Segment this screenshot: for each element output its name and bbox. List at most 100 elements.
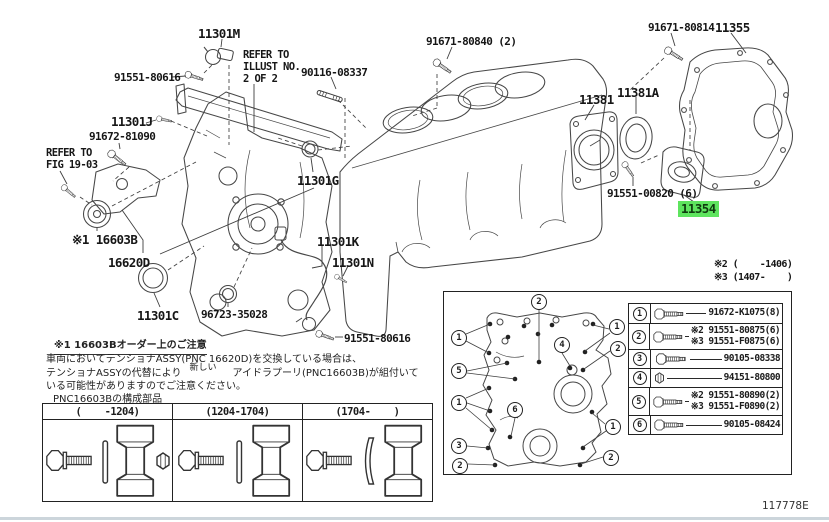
variant-table-header: ( -1204) (1204-1704) (1704- ) [43, 404, 432, 420]
row-number-circle: 3 [632, 352, 647, 366]
row-number-circle: 1 [632, 306, 647, 321]
fastener-diagram-box [443, 291, 792, 475]
bolt-icon [654, 353, 688, 365]
refer-fig-line1: REFER TO [46, 147, 92, 159]
variant-header-3: (1704- ) [335, 405, 400, 418]
bolt-icon [663, 45, 685, 63]
cam-sensor [203, 46, 234, 66]
bolt-label-91551-00820: 91551-00820 (6) [607, 187, 698, 200]
bolt-label-91671-80840: 91671-80840 (2) [426, 35, 517, 48]
bolt-label-91551-80616-bottom: 91551-80616 [344, 332, 411, 345]
refer-fig-line2: FIG 19-03 [46, 159, 98, 171]
variant-header-2: (1204-1704) [173, 404, 303, 419]
part-number: 90105-08338 [723, 352, 781, 364]
connector-line [690, 358, 722, 360]
engine-block [339, 58, 608, 337]
variant-cell-2 [173, 420, 303, 501]
variant-cell-1 [43, 420, 173, 501]
fastener-row: 2 ※2 91551-80875(6)※3 91551-F0875(6) [629, 324, 782, 350]
bolt-label-91672-81090: 91672-81090 [89, 130, 156, 143]
refer-illust-line3: 2 OF 2 [243, 73, 278, 85]
callout-connectors [465, 310, 611, 466]
bolt-label-91551-80616-top: 91551-80616 [114, 71, 181, 84]
fastener-table: 1 91672-K1075(8) 2 ※2 91551-80875(6)※3 9… [628, 303, 783, 435]
part-label-11355: 11355 [715, 20, 750, 35]
callout-marker: 2 [452, 458, 468, 474]
bolt-label-91671-80814: 91671-80814 [648, 21, 715, 34]
bolt-icon [654, 419, 684, 431]
row-number-circle: 2 [631, 329, 646, 344]
part-number: 94151-80800 [723, 371, 781, 383]
part-label-11354-highlighted: 11354 [678, 201, 719, 217]
note-line2-post: アイドラプーリ(PNC16603B)が組付いて [232, 368, 419, 379]
seal-retainer-11381 [569, 111, 619, 190]
bolt-position-dots [485, 321, 596, 468]
callout-marker: 1 [451, 395, 467, 411]
callout-marker: 2 [531, 294, 547, 310]
part-label-11301M: 11301M [198, 26, 240, 41]
applicability-mark2: ※2 ( -1406) [714, 259, 793, 270]
timing-cover [175, 83, 343, 337]
end-plate-11355 [678, 47, 794, 191]
dashed-leader-lines [79, 57, 691, 288]
ring-11301G [301, 140, 319, 158]
row-number: 3 [629, 350, 651, 368]
part-label-16620D: 16620D [108, 255, 150, 270]
part-number: 91672-K1075(8) [708, 307, 780, 319]
part-label-96723-35028: 96723-35028 [201, 308, 268, 321]
tensioner-assembly [82, 163, 161, 229]
callout-marker: 6 [507, 402, 523, 418]
callout-marker: 1 [609, 319, 625, 335]
row-number-circle: 5 [631, 394, 646, 409]
part-label-11381A: 11381A [617, 85, 659, 100]
fastener-row: 5 ※2 91551-80890(2)※3 91551-F0890(2) [629, 388, 782, 416]
fastener-row: 1 91672-K1075(8) [629, 304, 782, 324]
bottom-edge-bar [0, 517, 829, 520]
bolt-icon [653, 396, 683, 408]
note-line2-insert: 新しい [189, 363, 217, 373]
part-label-11301C: 11301C [137, 308, 179, 323]
callout-marker: 1 [451, 330, 467, 346]
connector-line [686, 313, 707, 314]
row-number: 6 [629, 416, 651, 434]
part-label-11301G: 11301G [297, 173, 339, 188]
note-subtitle: PNC16603Bの構成部品 [53, 394, 163, 405]
callout-marker: 4 [554, 337, 570, 353]
part-number: 90105-08424 [723, 418, 781, 430]
fastener-row: 4 94151-80800 [629, 369, 782, 388]
refer-illust-line1: REFER TO [243, 49, 289, 61]
bolt-icon [314, 329, 335, 343]
oring-96723 [218, 284, 238, 304]
nut-icon [654, 372, 665, 384]
leader-lines [59, 32, 747, 338]
refer-illust-line2: ILLUST NO. [243, 61, 301, 73]
row-number-circle: 6 [632, 418, 647, 432]
fastener-row: 6 90105-08424 [629, 416, 782, 434]
row-number: 5 [629, 388, 650, 415]
variant-header-1: ( -1204) [43, 404, 173, 419]
highlight-badge: 11354 [678, 201, 719, 217]
connector-line [686, 424, 722, 426]
part-number: ※2 91551-80890(2)※3 91551-F0890(2) [690, 389, 781, 412]
note-line2-pre: テンショナASSYの代替により [46, 368, 182, 379]
bolt-icon [155, 115, 173, 125]
row-number: 2 [629, 324, 650, 349]
callout-marker: 2 [610, 341, 626, 357]
pulley-kit-drawing-2 [177, 424, 290, 497]
callout-marker: 3 [451, 438, 467, 454]
bolt-icon [653, 331, 683, 343]
bolt-icon [59, 183, 78, 200]
variant-table: ( -1204) (1204-1704) (1704- ) [42, 403, 433, 502]
bolt-icon [620, 160, 636, 179]
note-line2: テンショナASSYの代替により新しいアイドラプーリ(PNC16603B)が組付い… [46, 363, 419, 381]
note-title: ※1 16603Bオーダー上のご注意 [54, 340, 207, 355]
connector-line [684, 401, 689, 402]
retainer-plate-11354 [660, 146, 705, 198]
bolt-icon [654, 308, 684, 320]
note-line1: 車両においてテンショナASSY(PNC 16620D)を交換している場合は、 [46, 354, 363, 365]
crank-sensor-harness [274, 226, 328, 331]
row-number: 4 [629, 369, 651, 387]
row-number-circle: 4 [632, 371, 647, 385]
seal-11301C [137, 262, 169, 294]
